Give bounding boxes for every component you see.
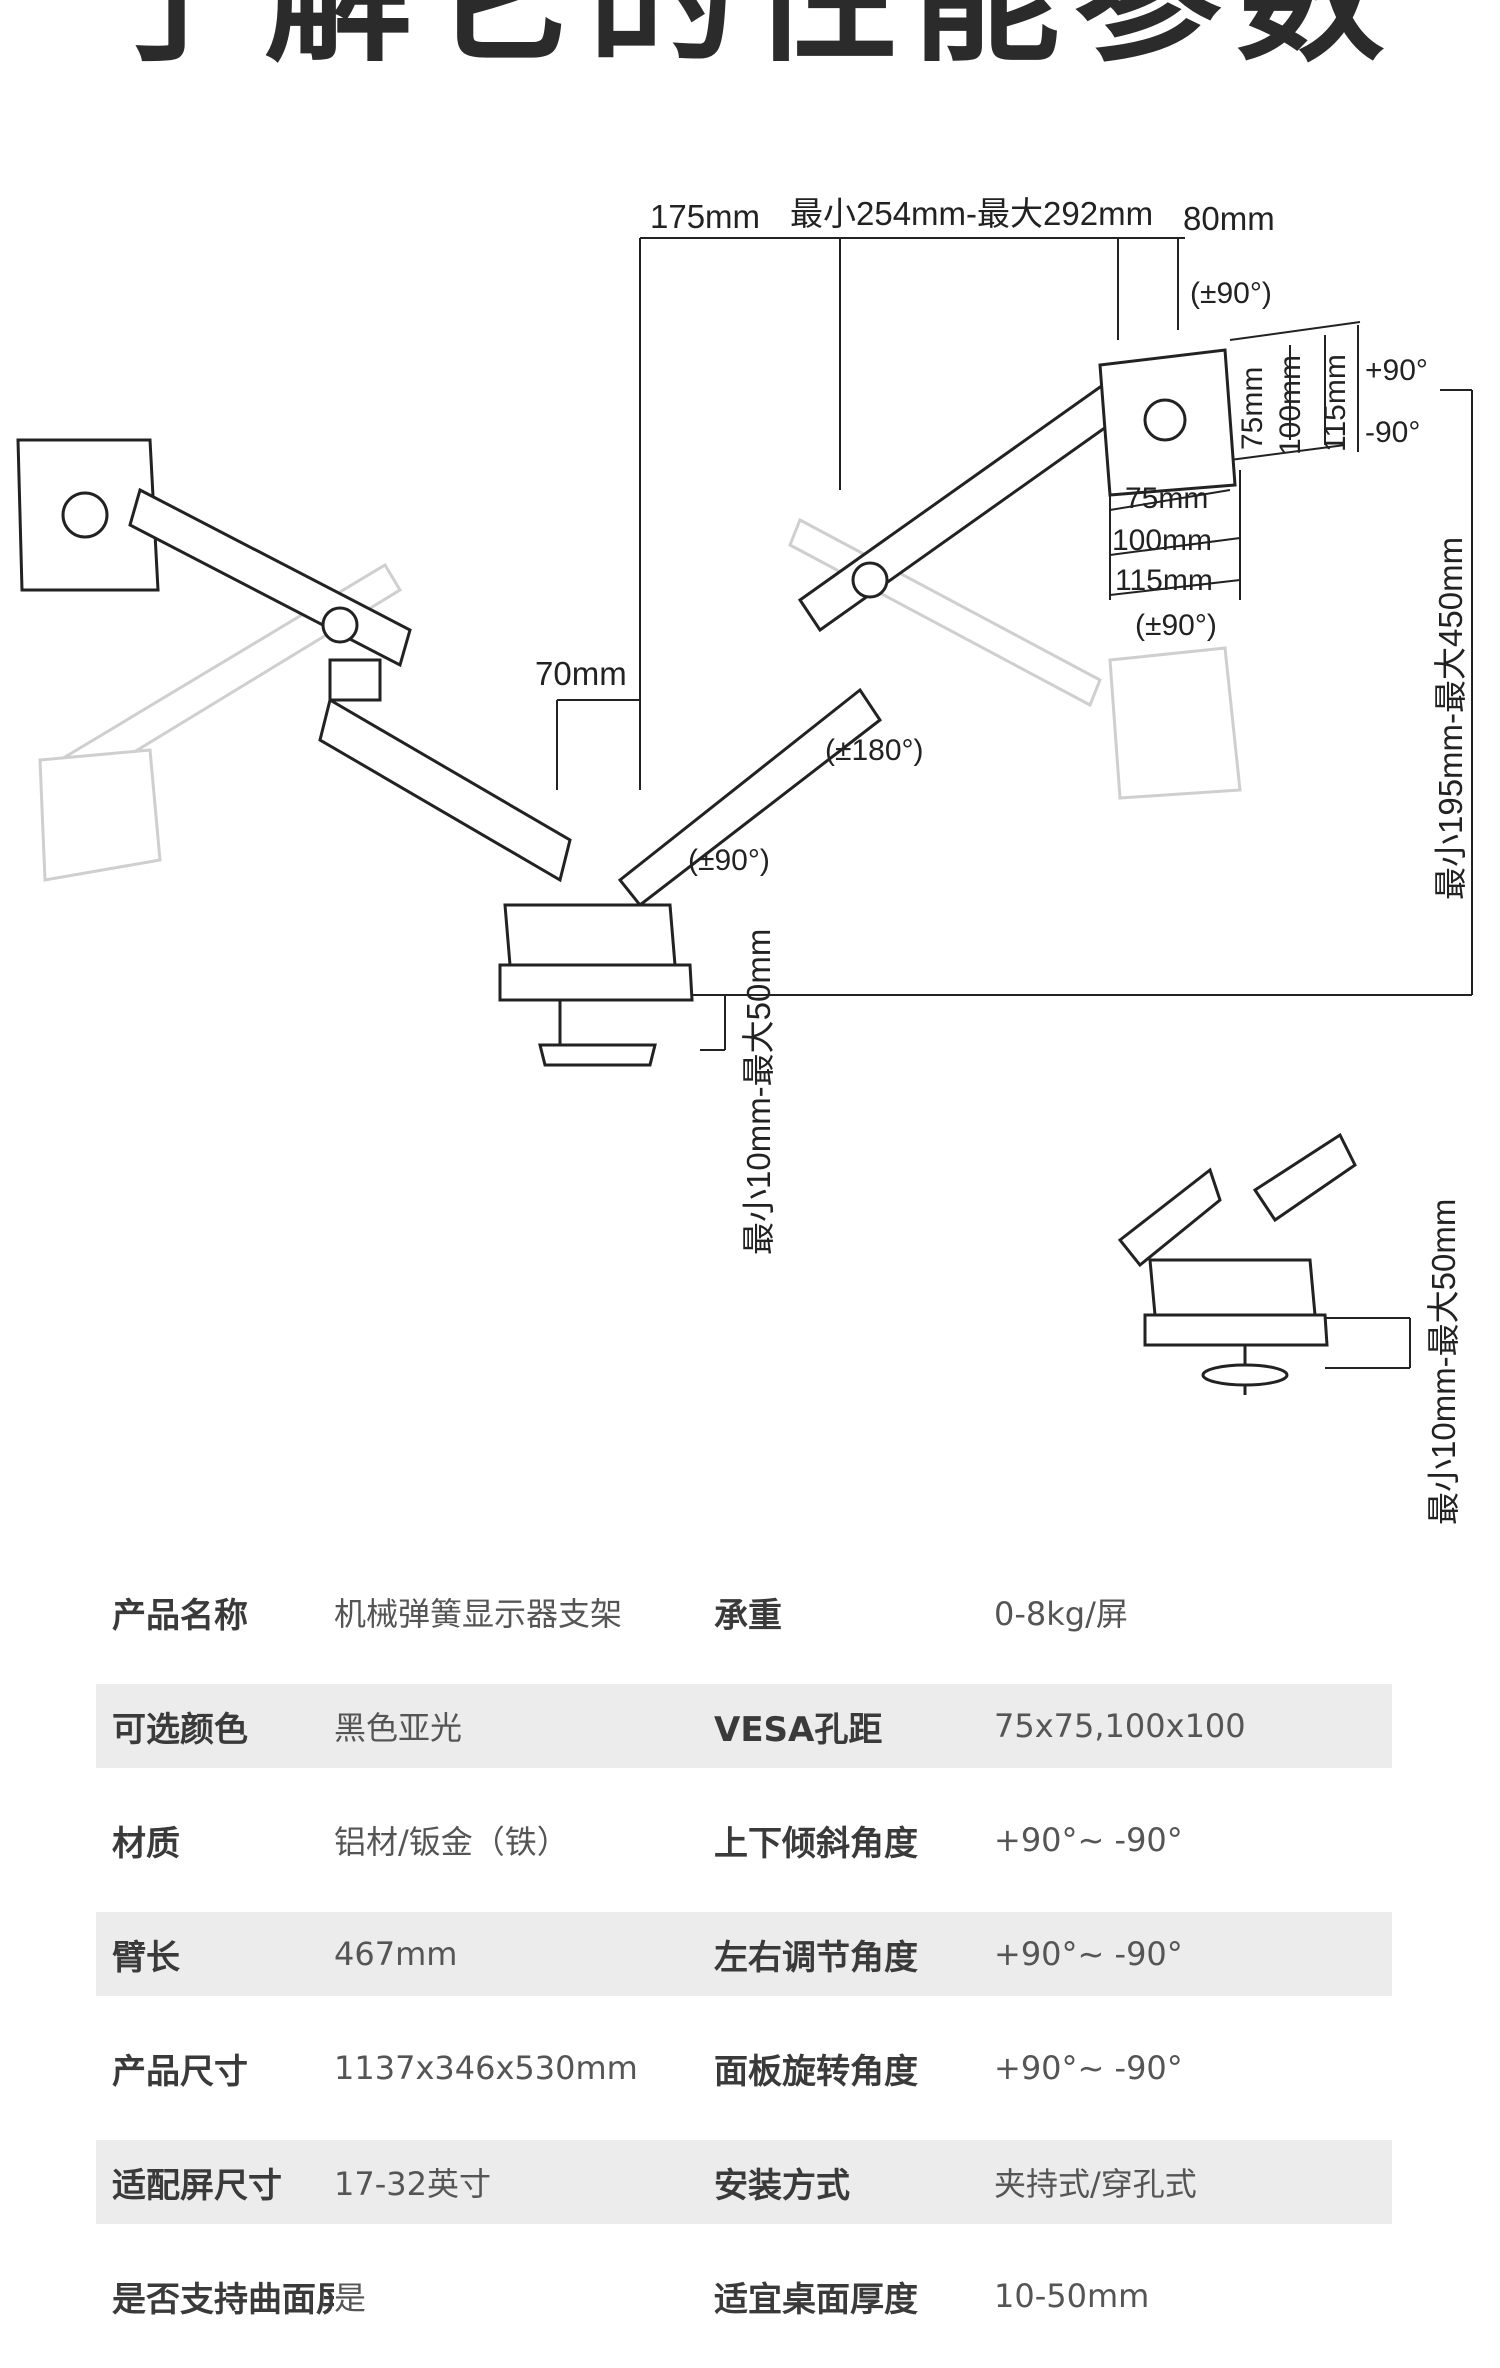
spec-row: 产品名称 机械弹簧显示器支架 承重 0-8kg/屏 — [96, 1570, 1392, 1654]
tilt-up-label: +90° — [1365, 354, 1428, 387]
spec-label-1: 臂长 — [112, 1937, 180, 1978]
spec-row: 是否支持曲面屏是 适宜桌面厚度 10-50mm — [96, 2254, 1392, 2338]
spec-row: 可选颜色 黑色亚光 VESA孔距 75x75,100x100 — [96, 1684, 1392, 1768]
spec-value-1: 是 — [334, 2279, 367, 2317]
grommet-thickness-label: 最小10mm-最大50mm — [1425, 1199, 1462, 1525]
spec-row: 产品尺寸 1137x346x530mm 面板旋转角度 +90°~ -90° — [96, 2026, 1392, 2110]
spec-value-1: 17-32英寸 — [334, 2165, 491, 2203]
vesa-horizontal-75: 75mm — [1125, 482, 1208, 515]
spec-value-1: 467mm — [334, 1935, 458, 1973]
spec-value-2: 10-50mm — [994, 2277, 1150, 2315]
spec-value-2: 75x75,100x100 — [994, 1707, 1246, 1745]
spec-value-2: 0-8kg/屏 — [994, 1595, 1128, 1633]
spec-label-1: 适配屏尺寸 — [112, 2165, 282, 2206]
spec-value-1: 1137x346x530mm — [334, 2049, 638, 2087]
spec-label-2: 面板旋转角度 — [714, 2051, 918, 2092]
top-dim-left: 175mm — [650, 198, 760, 235]
spec-row: 臂长 467mm 左右调节角度 +90°~ -90° — [96, 1912, 1392, 1996]
height-range-label: 最小195mm-最大450mm — [1432, 537, 1469, 900]
tilt-down-label: -90° — [1365, 416, 1420, 449]
spec-row: 适配屏尺寸 17-32英寸 安装方式 夹持式/穿孔式 — [96, 2140, 1392, 2224]
spec-value-2: +90°~ -90° — [994, 1935, 1183, 1973]
spec-label-2: 适宜桌面厚度 — [714, 2279, 918, 2320]
spec-table: 产品名称 机械弹簧显示器支架 承重 0-8kg/屏可选颜色 黑色亚光 VESA孔距 75x7… — [96, 1570, 1392, 2368]
spec-label-1: 产品名称 — [112, 1595, 248, 1636]
rotation-top-label: (±90°) — [1190, 277, 1272, 310]
spec-label-2: 上下倾斜角度 — [714, 1823, 918, 1864]
spec-value-1: 机械弹簧显示器支架 — [334, 1595, 623, 1633]
clamp-thickness-label: 最小10mm-最大50mm — [740, 929, 777, 1255]
spec-label-2: 承重 — [714, 1595, 782, 1636]
vesa-vertical-100: 100mm — [1274, 355, 1307, 455]
spec-label-1: 产品尺寸 — [112, 2051, 248, 2092]
spec-label-1: 可选颜色 — [112, 1709, 248, 1750]
top-dim-right: 80mm — [1183, 200, 1275, 237]
dim-70-label: 70mm — [535, 655, 627, 692]
rotation-180-label: (±180°) — [825, 734, 924, 767]
dimension-diagram: 175mm 最小254mm-最大292mm 80mm (±90°) +90° -… — [0, 150, 1500, 1570]
vesa-vertical-75: 75mm — [1236, 367, 1269, 450]
vesa-horizontal-115: 115mm — [1115, 564, 1213, 597]
spec-label-1: 材质 — [112, 1823, 180, 1864]
spec-value-1: 黑色亚光 — [334, 1709, 463, 1747]
rotation-panel-label: (±90°) — [1135, 609, 1217, 642]
spec-value-1: 铝材/钣金（铁） — [334, 1823, 569, 1861]
spec-value-2: +90°~ -90° — [994, 2049, 1183, 2087]
spec-row: 材质 铝材/钣金（铁） 上下倾斜角度 +90°~ -90° — [96, 1798, 1392, 1882]
spec-label-2: 左右调节角度 — [714, 1937, 918, 1978]
spec-value-2: 夹持式/穿孔式 — [994, 2165, 1197, 2203]
top-dim-mid: 最小254mm-最大292mm — [790, 195, 1153, 232]
vesa-vertical-115: 115mm — [1319, 354, 1352, 452]
spec-label-1: 是否支持曲面屏 — [112, 2279, 334, 2320]
spec-label-2: 安装方式 — [714, 2165, 850, 2206]
spec-label-2: VESA孔距 — [714, 1709, 883, 1750]
spec-value-2: +90°~ -90° — [994, 1821, 1183, 1859]
rotation-base-label: (±90°) — [688, 844, 770, 877]
vesa-horizontal-100: 100mm — [1112, 524, 1212, 557]
page-title: 了解它的性能参数 — [0, 0, 1500, 70]
